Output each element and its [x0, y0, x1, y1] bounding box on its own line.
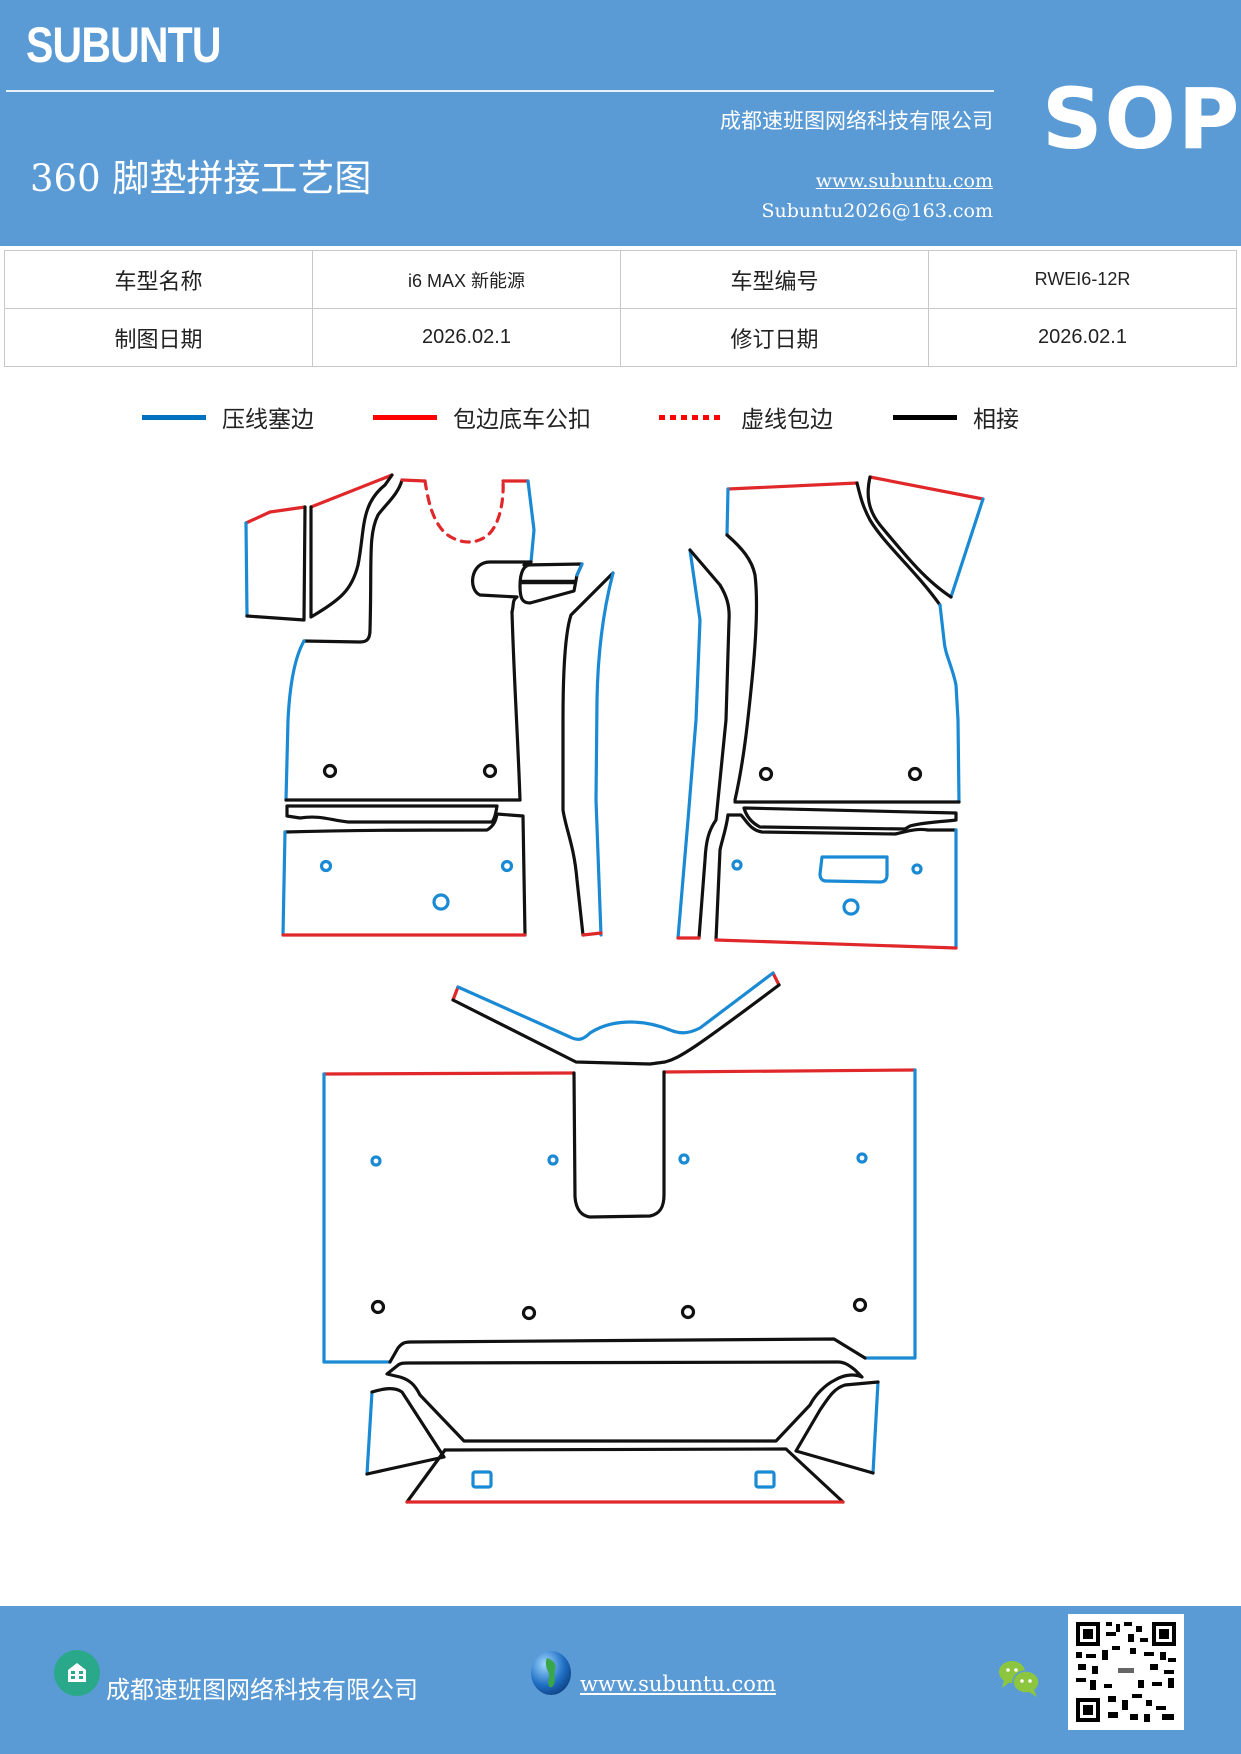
red-dotted-line-icon [659, 414, 723, 420]
value-model-name: i6 MAX 新能源 [312, 250, 621, 309]
vehicle-info-table: 车型名称 i6 MAX 新能源 车型编号 RWEI6-12R 制图日期 2026… [4, 250, 1237, 367]
floor-mat-diagram [244, 473, 985, 1504]
footer-company-name: 成都速班图网络科技有限公司 [106, 1676, 418, 1704]
legend-label: 相接 [973, 407, 1019, 433]
company-name: 成都速班图网络科技有限公司 [720, 109, 993, 133]
legend-label: 压线塞边 [222, 407, 314, 433]
value-model-code: RWEI6-12R [928, 250, 1237, 309]
transmission-tunnel-cover [451, 971, 781, 1066]
legend-item-dotted-wrap: 虚线包边 [659, 400, 833, 434]
header-divider [6, 90, 994, 92]
wechat-icon[interactable] [996, 1658, 1042, 1698]
value-draw-date: 2026.02.1 [312, 308, 621, 367]
legend-item-joint: 相接 [893, 400, 1019, 434]
label-model-code: 车型编号 [620, 250, 929, 309]
brand-logo: SUBUNTU [26, 17, 222, 73]
globe-icon [529, 1650, 573, 1696]
sop-badge: SOP [1042, 70, 1241, 168]
value-revision-date: 2026.02.1 [928, 308, 1237, 367]
label-draw-date: 制图日期 [4, 308, 313, 367]
black-line-icon [893, 414, 957, 420]
website-link[interactable]: www.subuntu.com [815, 170, 993, 192]
passenger-front-mat [714, 475, 985, 950]
label-model-name: 车型名称 [4, 250, 313, 309]
footer-website-link[interactable]: www.subuntu.com [580, 1672, 776, 1696]
header-banner: SUBUNTU 成都速班图网络科技有限公司 SOP 360 脚垫拼接工艺图 ww… [0, 0, 1241, 246]
email-address: Subuntu2026@163.com [761, 200, 993, 222]
building-icon [54, 1650, 100, 1696]
legend-item-edge-wrap: 包边底车公扣 [373, 400, 591, 434]
page-title: 360 脚垫拼接工艺图 [30, 157, 372, 200]
passenger-side-strip [676, 548, 731, 940]
legend-label: 包边底车公扣 [453, 407, 591, 433]
rear-step-pieces [365, 1360, 880, 1504]
rear-floor-mat [322, 1068, 917, 1364]
legend: 压线塞边 包边底车公扣 虚线包边 相接 [0, 400, 1241, 440]
footer-banner: 成都速班图网络科技有限公司 www.subuntu.com [0, 1606, 1241, 1754]
table-row: 制图日期 2026.02.1 修订日期 2026.02.1 [4, 308, 1237, 367]
legend-label: 虚线包边 [741, 407, 833, 433]
legend-item-press-line: 压线塞边 [142, 400, 314, 434]
driver-front-mat [244, 473, 584, 937]
red-line-icon [373, 414, 437, 420]
label-revision-date: 修订日期 [620, 308, 929, 367]
blue-line-icon [142, 414, 206, 420]
driver-side-strip [561, 571, 615, 937]
table-row: 车型名称 i6 MAX 新能源 车型编号 RWEI6-12R [4, 250, 1237, 309]
qr-code [1068, 1614, 1184, 1730]
